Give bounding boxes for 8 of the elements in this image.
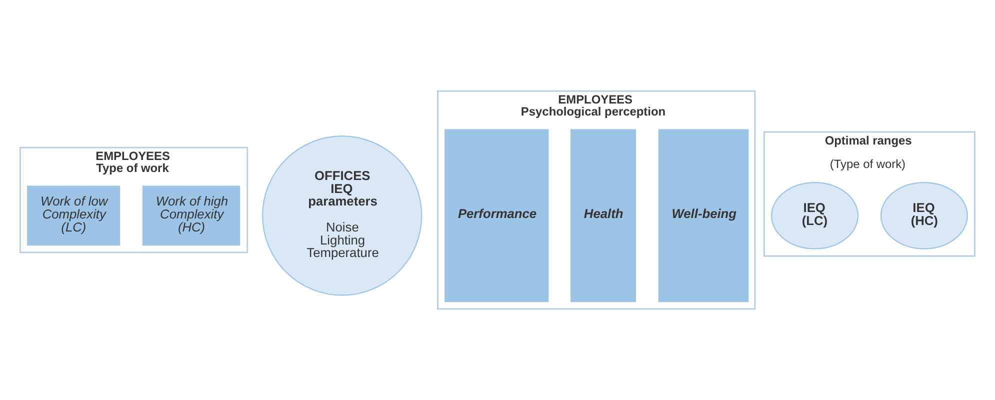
node-circle: OFFICES IEQ parameters Noise Lighting Temperature xyxy=(262,136,422,296)
node-box: Well-being xyxy=(658,129,749,302)
node-box: Performance xyxy=(444,129,549,302)
node-ellipse: IEQ (LC) xyxy=(770,182,859,250)
node-box: Health xyxy=(570,129,636,302)
node-ellipse: IEQ (HC) xyxy=(880,182,968,250)
node-box: Work of low Complexity (LC) xyxy=(27,186,120,246)
node-box: Work of high Complexity (HC) xyxy=(142,186,240,246)
